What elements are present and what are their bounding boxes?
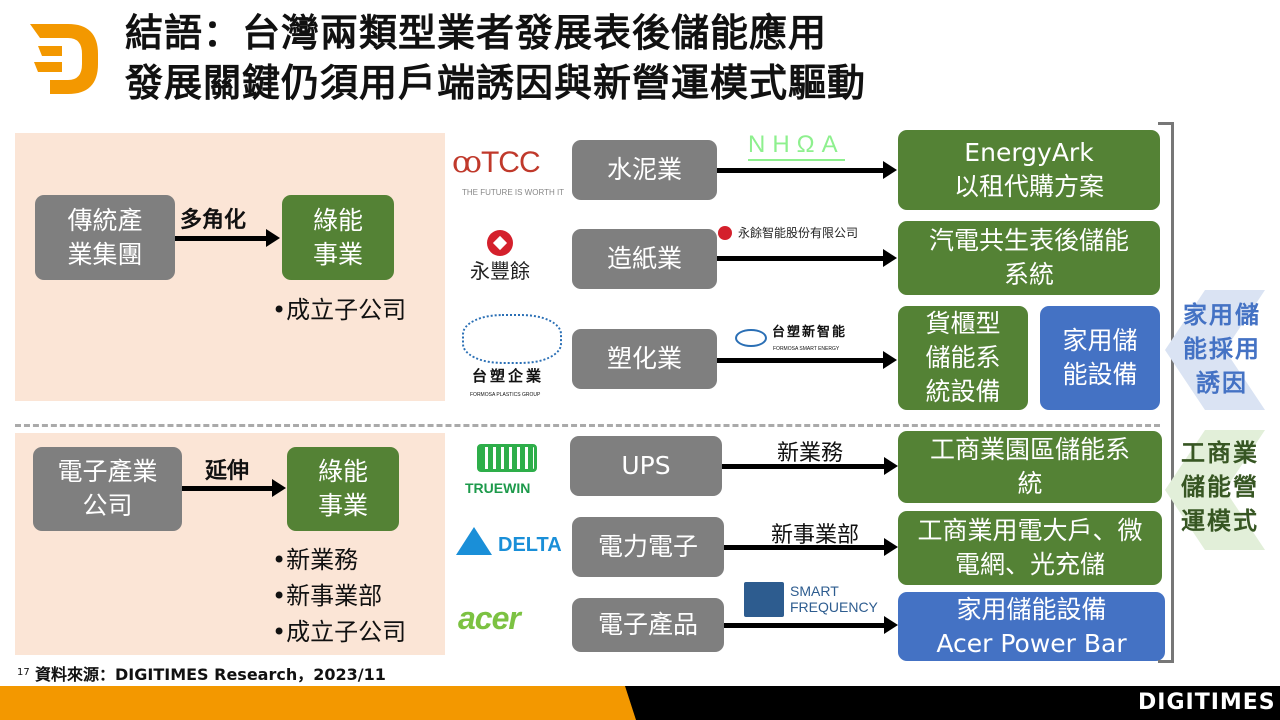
smart-frequency-logo: SMART FREQUENCY xyxy=(790,583,878,615)
tcc-logo: ꝏTCC xyxy=(452,145,541,180)
result-industrial-park: 工商業園區儲能系統 xyxy=(898,431,1162,503)
digitimes-logo-icon xyxy=(30,24,98,94)
new-division-label: 新事業部 xyxy=(771,523,860,548)
bracket xyxy=(1158,122,1174,663)
fse-tagline: FORMOSA SMART ENERGY xyxy=(773,346,840,352)
green-energy-box-bottom: 綠能事業 xyxy=(287,447,399,531)
yfy-smart-logo: 永餘智能股份有限公司 xyxy=(738,226,859,240)
truewin-logo: TRUEWIN xyxy=(465,480,531,496)
fse-emblem-icon xyxy=(735,329,767,347)
household-incentive-label: 家用儲能採用誘因 xyxy=(1183,301,1261,397)
industry-paper: 造紙業 xyxy=(572,229,717,289)
title-line-1: 結語：台灣兩類型業者發展表後儲能應用 xyxy=(125,11,828,55)
page-number: 17 xyxy=(17,667,30,678)
fpg-tagline: FORMOSA PLASTICS GROUP xyxy=(470,392,541,398)
diversify-arrow xyxy=(175,229,280,247)
industry-electronics: 電子產品 xyxy=(572,598,724,652)
fpg-logo: 台塑企業 xyxy=(472,368,545,385)
battery-icon xyxy=(477,444,537,472)
yfy-smart-emblem-icon xyxy=(718,226,732,240)
arrow-ups xyxy=(722,457,898,475)
source-note: 資料來源：DIGITIMES Research，2023/11 xyxy=(35,665,386,684)
yfy-logo: 永豐餘 xyxy=(470,261,530,283)
delta-triangle-icon xyxy=(456,527,492,555)
extend-label: 延伸 xyxy=(205,459,250,484)
diversify-label: 多角化 xyxy=(180,208,247,233)
electronics-group-box: 電子產業公司 xyxy=(33,447,182,531)
footer-orange-band xyxy=(0,686,636,720)
arrow-electronics xyxy=(724,616,898,634)
extend-arrow xyxy=(182,479,286,497)
title-line-2: 發展關鍵仍須用戶端誘因與新營運模式驅動 xyxy=(125,61,867,105)
traditional-group-box: 傳統產業集團 xyxy=(35,195,175,280)
fse-logo: 台塑新智能 xyxy=(772,324,848,339)
result-home-storage: 家用儲能設備 xyxy=(1040,306,1160,410)
bottom-bullet: •成立子公司 xyxy=(272,618,407,646)
footer-brand: DIGITIMES xyxy=(1138,690,1276,715)
smart-frequency-icon xyxy=(744,582,784,617)
yfy-emblem-icon xyxy=(487,230,513,256)
chevron-left-icon xyxy=(1165,430,1265,550)
commercial-model-label: 工商業儲能營運模式 xyxy=(1181,439,1259,535)
tcc-tagline: THE FUTURE IS WORTH IT xyxy=(462,188,565,197)
delta-logo: DELTA xyxy=(498,534,562,556)
green-energy-box-top: 綠能事業 xyxy=(282,195,394,280)
acer-logo: acer xyxy=(458,600,521,636)
industry-power-electronics: 電力電子 xyxy=(572,517,724,577)
top-bullet: •成立子公司 xyxy=(272,296,407,324)
result-cogeneration: 汽電共生表後儲能系統 xyxy=(898,221,1160,295)
industry-cement: 水泥業 xyxy=(572,140,717,200)
nhoa-logo: NHΩA xyxy=(748,131,845,161)
arrow-power xyxy=(724,538,898,556)
chevron-left-icon xyxy=(1165,290,1265,410)
divider xyxy=(15,424,1160,427)
arrow-paper xyxy=(717,249,897,267)
result-microgrid: 工商業用電大戶、微電網、光充儲 xyxy=(898,511,1162,585)
bottom-bullet: •新事業部 xyxy=(272,582,383,610)
arrow-cement xyxy=(717,161,897,179)
arrow-plastics xyxy=(717,351,897,369)
fpg-emblem-icon xyxy=(462,314,562,364)
result-energyark: EnergyArk 以租代購方案 xyxy=(898,130,1160,210)
bottom-bullet: •新業務 xyxy=(272,546,359,574)
industry-ups: UPS xyxy=(570,436,722,496)
industry-plastics: 塑化業 xyxy=(572,329,717,389)
new-business-label: 新業務 xyxy=(777,441,844,466)
result-acer-power-bar: 家用儲能設備 Acer Power Bar xyxy=(898,592,1165,661)
result-container-storage: 貨櫃型儲能系統設備 xyxy=(898,306,1028,410)
